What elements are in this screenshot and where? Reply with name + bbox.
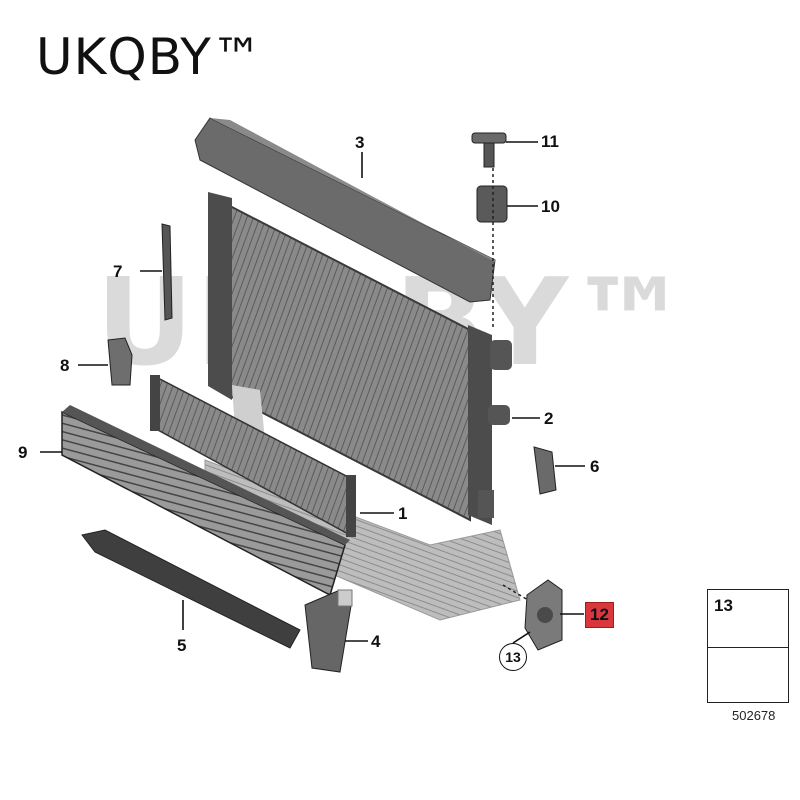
part-5-lower-deflector xyxy=(81,529,301,649)
part-2-radiator xyxy=(208,192,512,525)
callout-11: 11 xyxy=(541,132,559,151)
callout-9: 9 xyxy=(18,443,28,462)
callout-6: 6 xyxy=(590,457,600,476)
part-3-air-duct xyxy=(194,117,496,303)
callout-12-highlighted: 12 xyxy=(585,602,614,628)
callout-7: 7 xyxy=(113,262,123,281)
part-1-oil-cooler xyxy=(150,375,356,537)
callout-8: 8 xyxy=(60,356,70,375)
part-7-seal xyxy=(161,223,173,321)
fastener-legend-box: 13 xyxy=(707,589,789,703)
callout-2: 2 xyxy=(544,409,554,428)
part-4-air-guide xyxy=(304,589,353,673)
legend-part-number: 13 xyxy=(714,596,733,615)
legend-divider xyxy=(708,647,788,648)
part-8-clip xyxy=(107,337,133,386)
brand-logo-text: UKQBY™ xyxy=(36,28,263,86)
callout-4: 4 xyxy=(371,632,381,651)
callout-5: 5 xyxy=(177,636,187,655)
part-12-bracket xyxy=(524,579,563,651)
callout-3: 3 xyxy=(355,133,365,152)
leader-lines xyxy=(40,141,585,644)
callout-1: 1 xyxy=(398,504,408,523)
callout-10: 10 xyxy=(541,197,560,216)
callout-13-circled: 13 xyxy=(499,643,527,671)
part-10-rubber-mount xyxy=(476,185,508,223)
part-6-bracket xyxy=(533,446,557,495)
diagram-code: 502678 xyxy=(732,708,776,723)
part-11-pin xyxy=(471,132,507,168)
